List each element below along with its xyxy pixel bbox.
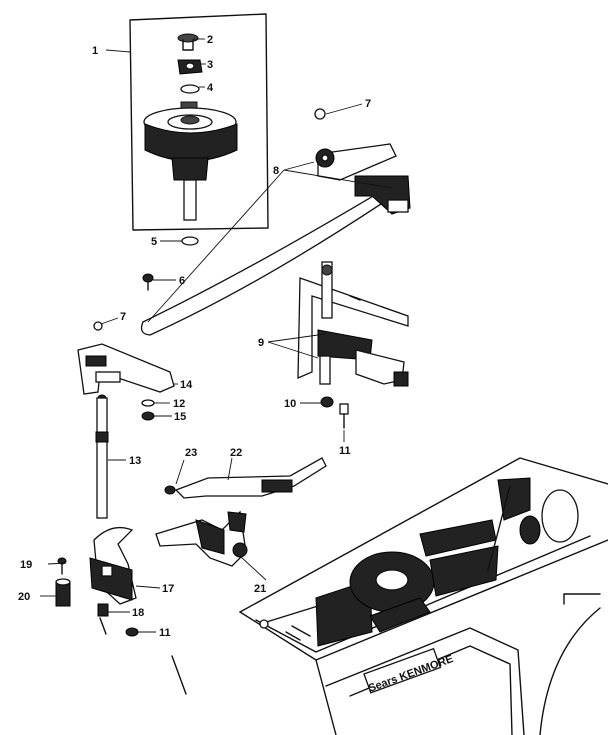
callout-15: 15 [174,411,186,423]
callout-3: 3 [207,59,213,71]
link-arm-part-8 [140,143,411,336]
callouts: 1 2 3 4 5 6 7 7 8 9 10 11 11 12 13 14 15… [18,34,371,639]
lever-bracket-part-14 [77,343,175,395]
nut-part-15 [141,411,155,421]
callout-9: 9 [258,337,264,349]
callout-22: 22 [230,447,242,459]
nut-part-7-upper [314,108,326,120]
callout-1: 1 [92,45,98,57]
callout-7-lower: 7 [120,311,126,323]
clip-part-3 [177,59,203,75]
leader-lines [40,38,393,633]
sleeve-part-20 [55,578,71,607]
callout-8: 8 [273,165,279,177]
callout-4: 4 [207,82,214,94]
clip-part-23 [164,485,176,495]
callout-5: 5 [151,236,157,248]
callout-12: 12 [173,398,185,410]
washer-part-5 [181,236,199,246]
callout-13: 13 [129,455,141,467]
callout-14: 14 [180,379,193,391]
callout-21: 21 [254,583,266,595]
washer-part-12 [141,399,155,407]
screw-part-11-upper [339,403,349,429]
screw-part-19 [57,557,67,575]
callout-20: 20 [18,591,30,603]
callout-2: 2 [207,34,213,46]
screw-part-18 [97,603,109,635]
spring-part-10 [320,396,334,408]
callout-23: 23 [185,447,197,459]
callout-11-upper: 11 [339,445,351,457]
callout-7-upper: 7 [365,98,371,110]
bracket-part-9 [297,261,409,387]
arm-assembly-part-21 [155,510,248,567]
callout-19: 19 [20,559,32,571]
cam-assembly-box [129,13,269,231]
washer-part-4 [180,84,200,94]
cam-stack-part-1 [143,101,238,221]
callout-18: 18 [132,607,144,619]
machine-bed: Sears KENMORE [171,457,608,735]
nut-part-7-lower [93,321,103,331]
screw-part-2 [177,33,199,51]
callout-10: 10 [284,398,296,410]
hook-bracket-part-17 [89,526,137,605]
screw-part-6 [142,273,154,291]
callout-17: 17 [162,583,174,595]
screw-part-11-lower [125,627,139,637]
shaft-part-13 [95,394,109,519]
lever-part-22 [174,457,327,499]
callout-6: 6 [179,275,185,287]
callout-11-lower: 11 [159,627,171,639]
